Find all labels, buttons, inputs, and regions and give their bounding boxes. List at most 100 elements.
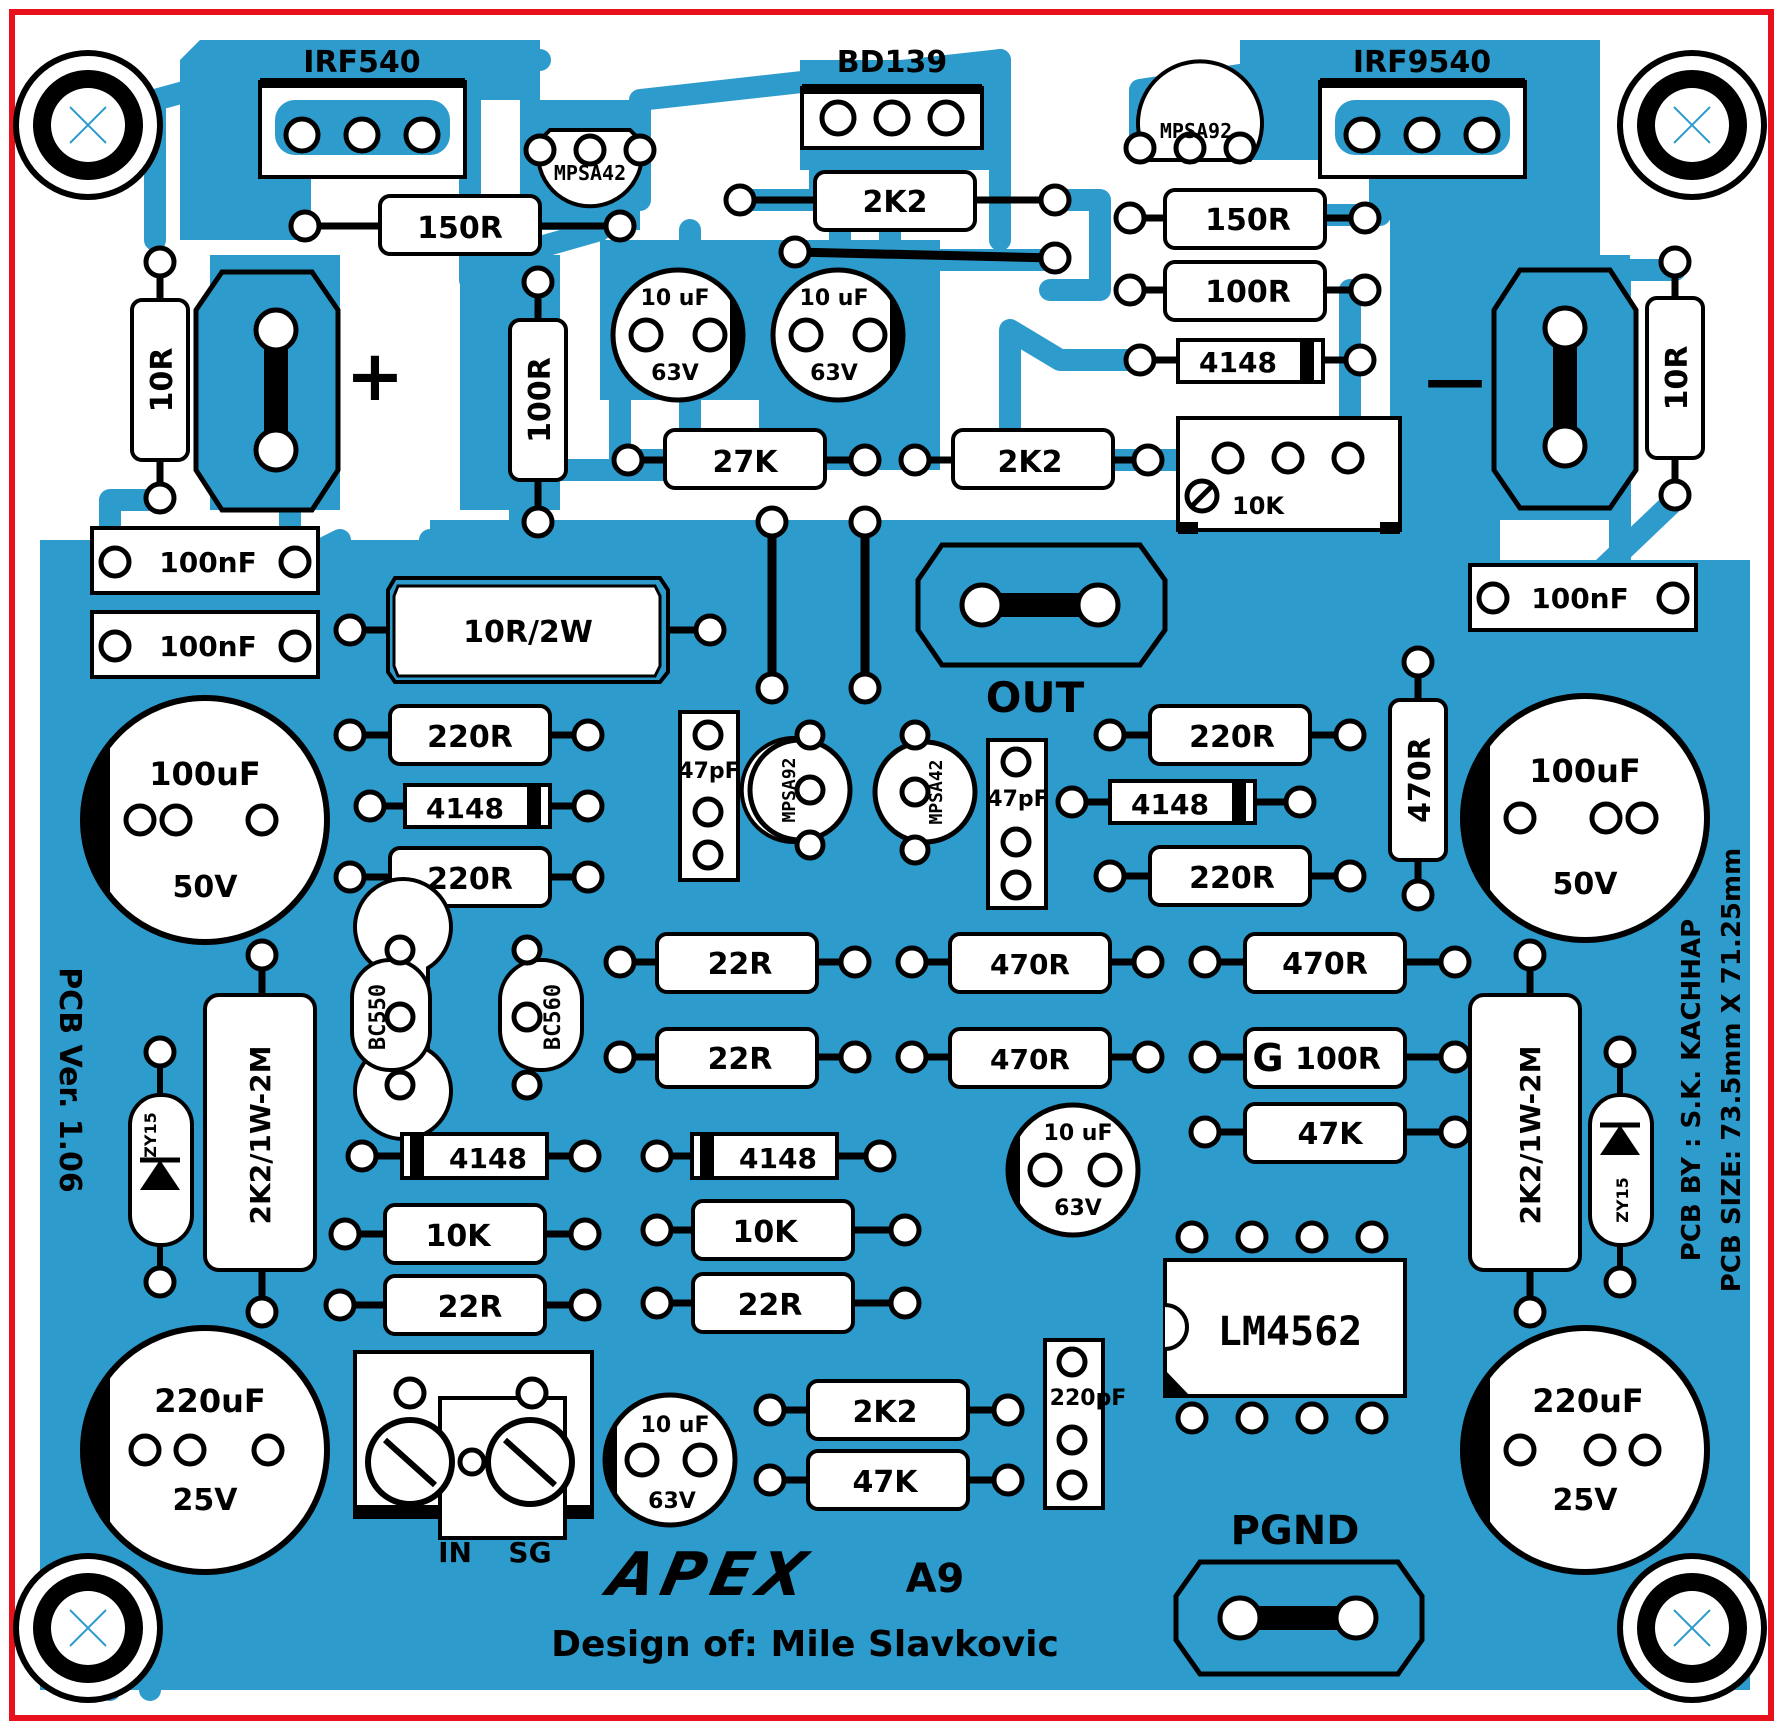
r100-left-label: 100R [523,357,558,443]
d4148-r-label: 4148 [1131,788,1209,821]
resistor-2k2-1w-left: 2K2/1W-2M [203,938,317,1329]
resistor-470r-b: 470R [1188,932,1472,994]
c100n-3-label: 100nF [1531,582,1629,615]
r2k2-1w-left-label: 2K2/1W-2M [244,1046,277,1225]
c10u-4-voltage: 63V [648,1489,696,1514]
plus-marker: + [346,335,405,417]
resistor-47k-bottom: 47K [753,1449,1025,1511]
diode-4148-bottom-left: 4148 [345,1132,602,1180]
resistor-100r-left: 100R [508,265,568,539]
mpsa42-mid-label: MPSA42 [926,759,947,824]
c100u-left-voltage: 50V [173,870,239,905]
brand-logo: APEX [598,1541,818,1610]
resistor-470r-a: 470R [895,932,1165,994]
r47k-a-label: 47K [1298,1117,1365,1152]
capacitor-47pf-1: 47pF [678,710,740,882]
pcb-version: PCB Ver. 1.06 [52,967,87,1193]
capacitor-100nf-1: 100nF [90,526,320,595]
ic-lm4562: LM4562 [1163,1220,1407,1435]
r22-d-label: 22R [738,1288,803,1323]
capacitor-220uf-left: 220uF 25V [80,1325,330,1575]
sg-label: SG [508,1536,551,1569]
out-label: OUT [986,673,1085,722]
resistor-2k2-top: 2K2 [723,170,1072,232]
mounting-hole-top-right [1617,50,1767,200]
r470-vert-label: 470R [1403,737,1438,823]
r220-r1-label: 220R [1189,720,1275,755]
r470-c-label: 470R [990,1043,1070,1076]
capacitor-220uf-right: 220uF 25V [1460,1325,1710,1575]
resistor-470r-c: 470R [895,1027,1165,1089]
r470-a-label: 470R [990,948,1070,981]
c47p-1-label: 47pF [678,759,739,784]
zener-zy15-left: ZY15 [128,1035,194,1299]
transistor-bd139: BD139 [800,45,984,150]
resistor-100r-right: 100R [1113,260,1382,322]
resistor-22r-c: 22R [323,1274,602,1336]
g-marker: G [1252,1036,1283,1080]
resistor-2k2-1w-right: 2K2/1W-2M [1468,938,1582,1329]
resistor-220r-r1: 220R [1093,704,1367,766]
c220u-left-voltage: 25V [173,1483,239,1518]
resistor-220r-l1: 220R [333,704,605,766]
c100u-right-voltage: 50V [1553,867,1619,902]
bd139-label: BD139 [837,45,947,80]
d4148-bl-label: 4148 [449,1142,527,1175]
resistor-220r-r2: 220R [1093,845,1367,907]
r10-left-label: 10R [145,348,180,413]
c220p-label: 220pF [1050,1386,1127,1411]
trimmer-10k: 10K [1176,416,1402,534]
r100-g-label: 100R [1295,1042,1381,1077]
board-outline [9,9,1774,1721]
pcb-author: PCB BY : S.K. KACHHAP [1677,919,1707,1261]
r2k2-bot-label: 2K2 [853,1395,918,1430]
mounting-hole-bottom-right [1617,1553,1767,1703]
r2k2-mid-label: 2K2 [998,445,1063,480]
mounting-hole-top-left [13,50,163,200]
resistor-150r-left: 150R [288,194,637,256]
brand-block: APEX A9 Design of: Mile Slavkovic [551,1541,1059,1665]
pcb-size: PCB SIZE: 73.5mm X 71.25mm [1717,848,1747,1292]
mpsa42-top-label: MPSA42 [554,161,626,185]
r470-b-label: 470R [1282,947,1368,982]
c10u-3-value: 10 uF [1044,1121,1113,1146]
model-label: A9 [906,1556,965,1602]
transistor-mpsa42-top: MPSA42 [523,128,657,209]
transistor-bc550: BC550 [350,877,453,1141]
d4148-bm-label: 4148 [739,1142,817,1175]
r10-right-label: 10R [1660,346,1695,411]
d4148-l-label: 4148 [426,792,504,825]
r22-b-label: 22R [708,1042,773,1077]
transistor-bc560: BC560 [498,934,584,1101]
r10k-b-label: 10K [733,1215,800,1250]
c10u-3-voltage: 63V [1054,1196,1102,1221]
diode-4148-right: 4148 [1055,779,1317,825]
c47p-2-label: 47pF [987,787,1048,812]
c220u-left-value: 220uF [154,1382,265,1420]
resistor-22r-a: 22R [603,932,872,994]
resistor-47k-a: 47K [1188,1102,1472,1164]
r10r2w-label: 10R/2W [463,615,593,650]
zy15-right-label: ZY15 [1613,1177,1632,1222]
input-connector: IN SG [353,1350,594,1569]
power-connector-negative: — [1425,267,1639,511]
resistor-27k: 27K [611,428,882,490]
in-label: IN [438,1536,472,1569]
r220-l2-label: 220R [427,862,513,897]
irf9540-label: IRF9540 [1353,45,1491,80]
r2k2-top-label: 2K2 [863,185,928,220]
designer-credit: Design of: Mile Slavkovic [551,1624,1059,1665]
resistor-22r-b: 22R [603,1027,872,1089]
resistor-22r-d: 22R [640,1272,922,1334]
capacitor-10uf-4: 10 uF 63V [602,1392,738,1528]
mpsa92-top-label: MPSA92 [1160,119,1232,143]
zener-zy15-right: ZY15 [1588,1035,1654,1299]
capacitor-100nf-3: 100nF [1468,563,1698,632]
c100n-1-label: 100nF [159,546,257,579]
d4148-top-label: 4148 [1199,346,1277,379]
r220-l1-label: 220R [427,720,513,755]
r27k-label: 27K [713,445,780,480]
mounting-hole-bottom-left [13,1553,163,1703]
resistor-2k2-bottom: 2K2 [753,1379,1025,1441]
